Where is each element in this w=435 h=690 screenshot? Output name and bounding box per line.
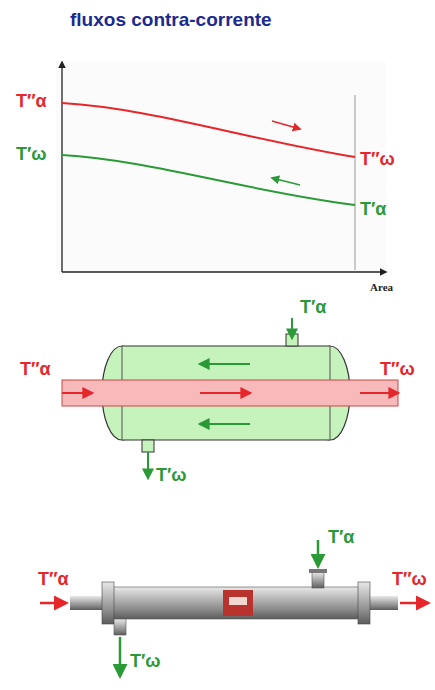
cold-outlet-temp: T′ω (16, 145, 47, 163)
cold-inlet-temp: T′α (360, 200, 386, 218)
cold-inlet-temp: T′α (328, 528, 354, 546)
cold-outlet-temp: T′ω (156, 466, 187, 484)
exchanger-photo (40, 540, 428, 676)
hot-inlet-temp: T″α (38, 570, 69, 588)
hot-inlet-temp: T″α (16, 92, 47, 110)
hot-outlet-temp: T″ω (360, 150, 395, 168)
temperature-chart (56, 62, 386, 272)
axis-label: Area (370, 282, 393, 293)
diagram-title: fluxos contra-corrente (70, 10, 272, 29)
hot-outlet-temp: T″ω (380, 360, 415, 378)
cold-inlet-temp: T′α (300, 298, 326, 316)
hot-inlet-temp: T″α (20, 360, 51, 378)
hot-outlet-temp: T″ω (392, 570, 427, 588)
cold-outlet-temp: T′ω (130, 652, 161, 670)
exchanger-schematic (62, 318, 398, 478)
